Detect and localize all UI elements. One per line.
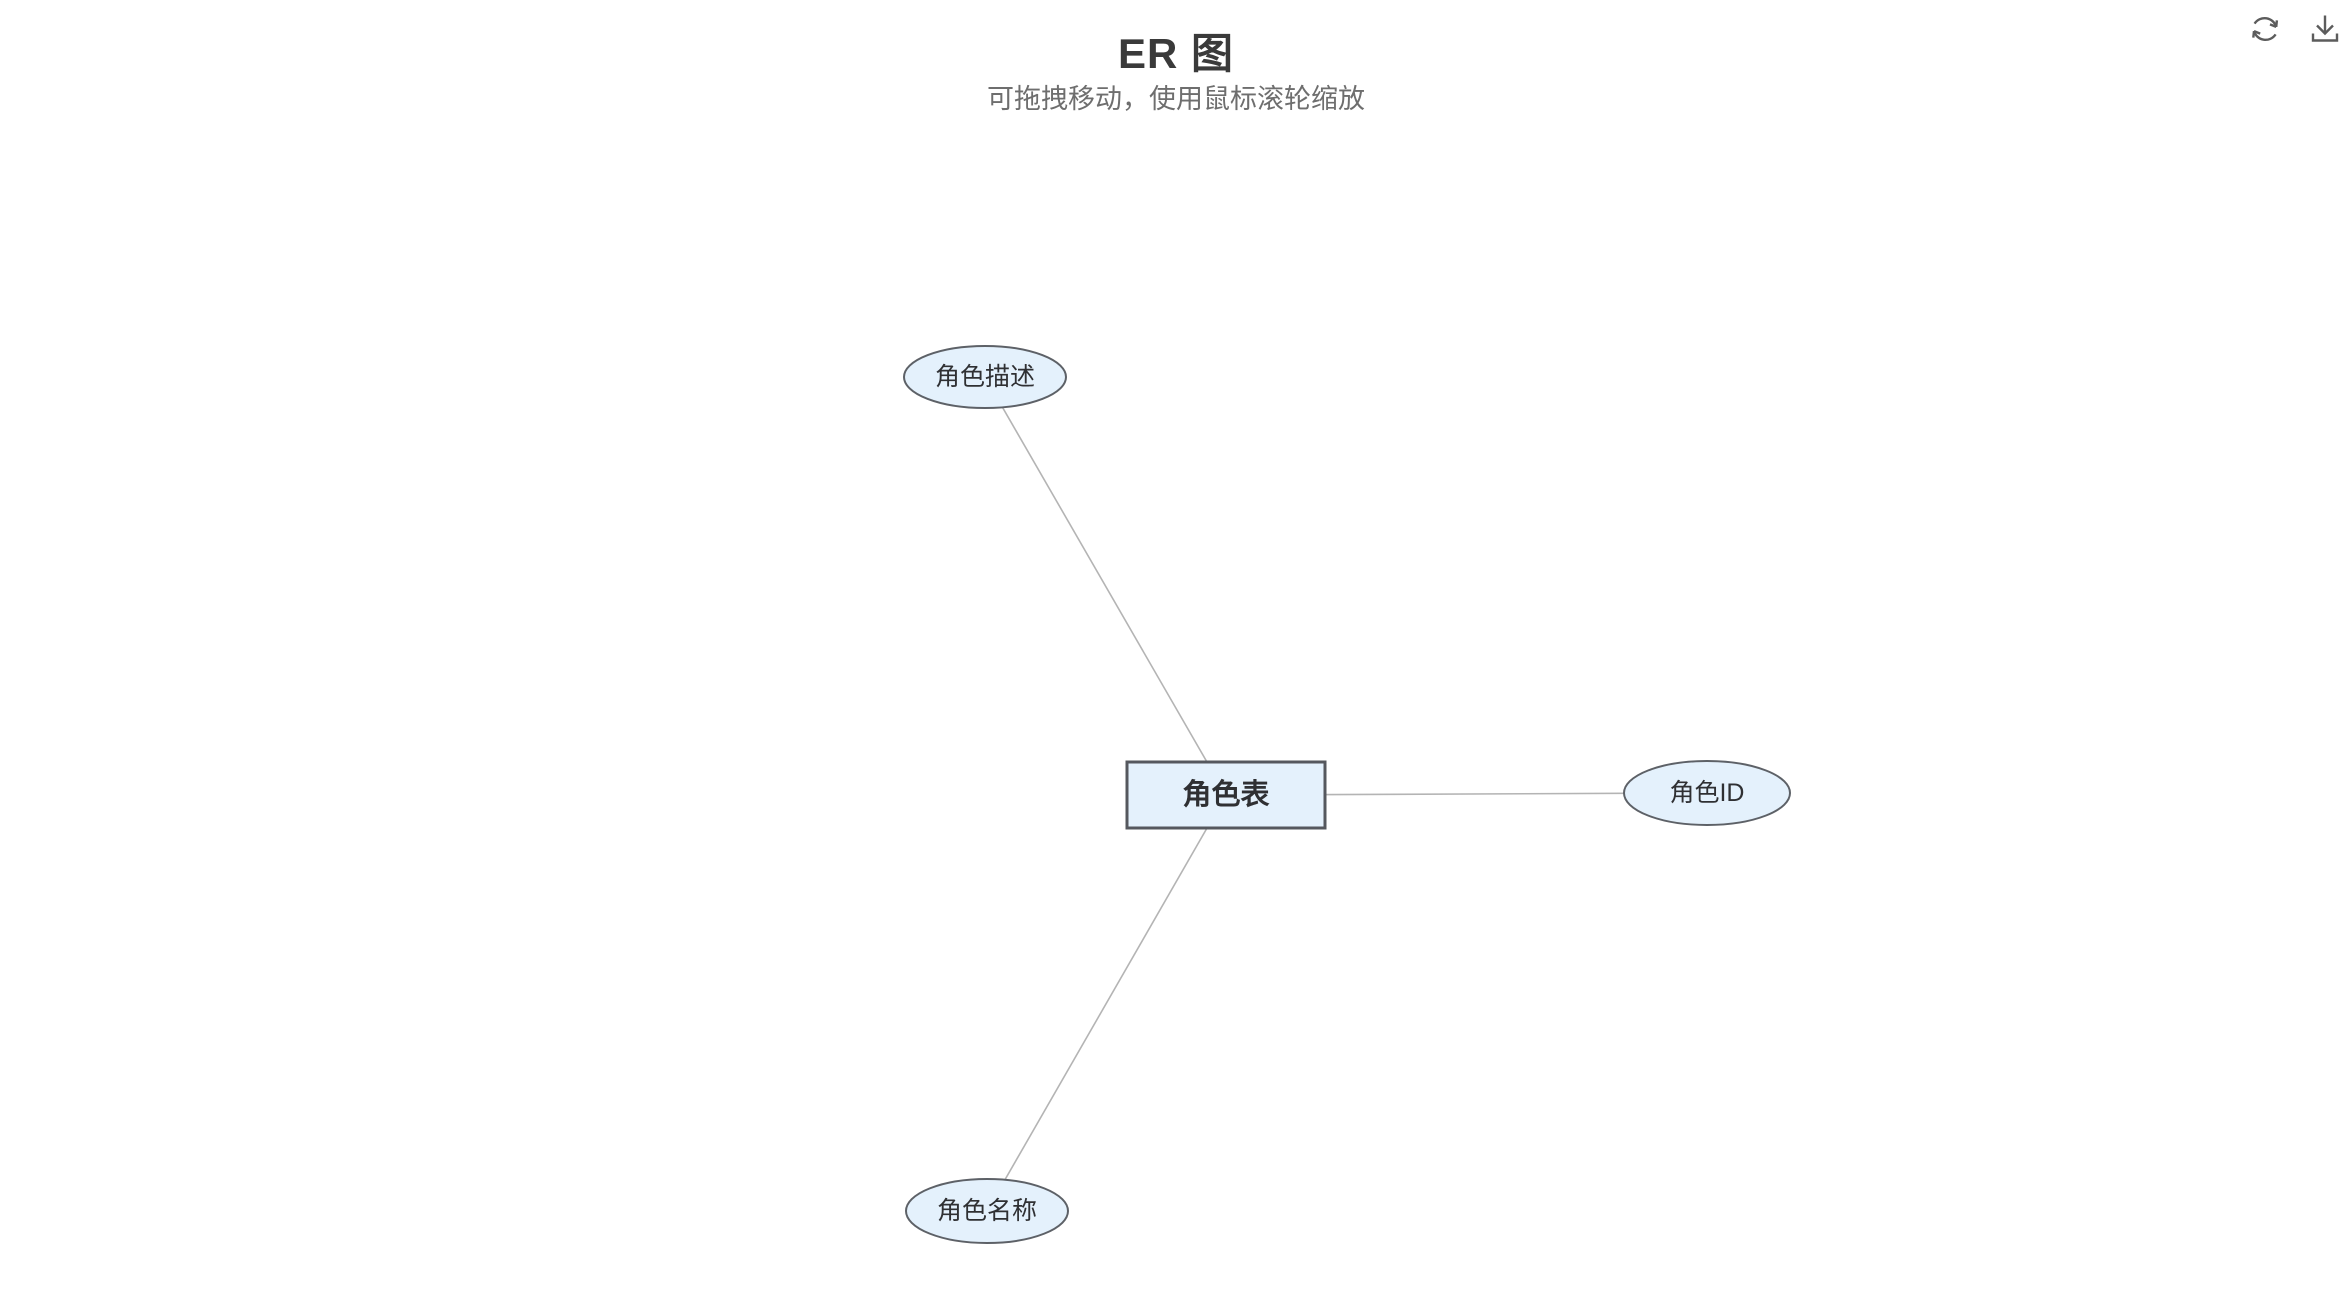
er-edge-2 bbox=[986, 794, 1227, 1212]
download-button[interactable] bbox=[2304, 8, 2346, 50]
attribute-node-2[interactable] bbox=[905, 1178, 1069, 1244]
refresh-button[interactable] bbox=[2244, 8, 2286, 50]
download-icon bbox=[2311, 15, 2339, 42]
attribute-label-2: 角色名称 bbox=[937, 1197, 1037, 1225]
entity-node[interactable] bbox=[1125, 760, 1327, 830]
refresh-icon bbox=[2252, 16, 2279, 42]
attribute-node-1[interactable] bbox=[1623, 760, 1791, 826]
toolbar bbox=[2244, 8, 2346, 50]
attribute-label-0: 角色描述 bbox=[935, 363, 1035, 391]
attribute-node-0[interactable] bbox=[903, 345, 1067, 409]
er-edge-0 bbox=[984, 376, 1227, 796]
entity-label: 角色表 bbox=[1182, 777, 1269, 811]
attribute-label-1: 角色ID bbox=[1669, 779, 1744, 807]
